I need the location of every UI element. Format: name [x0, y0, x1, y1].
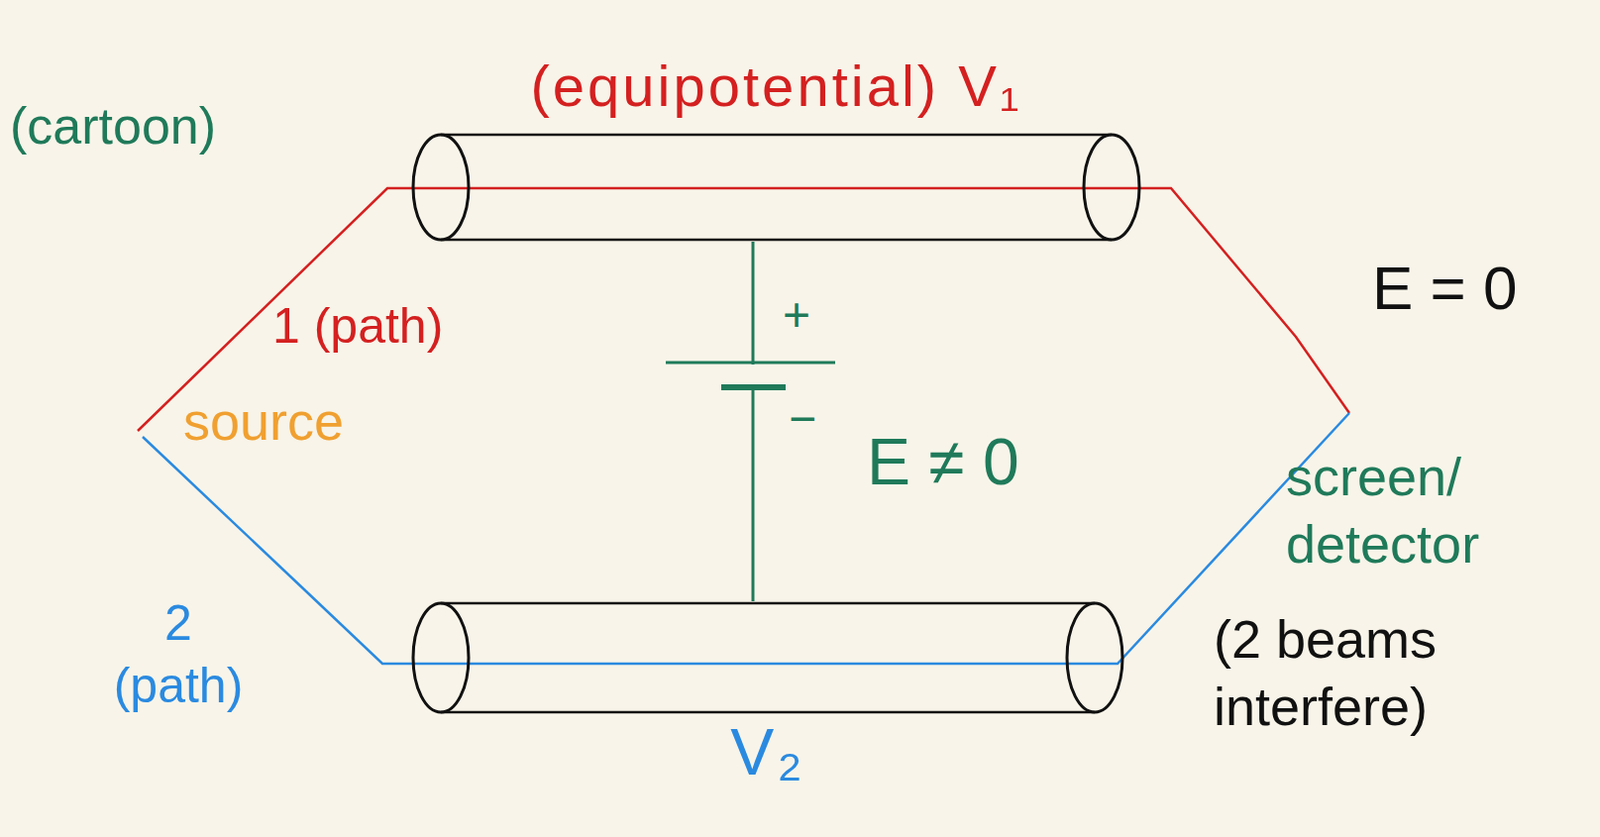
tube-end: [413, 603, 469, 713]
annotation-label: source: [183, 388, 344, 456]
annotation-label: 1 (path): [272, 295, 443, 358]
annotation-label: E = 0: [1372, 249, 1518, 327]
annotation-label: screen/ detector: [1285, 443, 1544, 578]
annotation-label: (cartoon): [9, 94, 216, 159]
tube-edge: [440, 602, 1095, 606]
battery-gap: [693, 364, 813, 386]
annotation-label: (2 beams interfere): [1213, 606, 1561, 741]
tube-cylinder: V₂: [413, 601, 1123, 715]
tube-cylinder: (equipotential) V₁: [413, 132, 1140, 242]
tube-outline: [413, 132, 1140, 242]
tube-edge: [440, 133, 1112, 137]
annotation-label: E ≠ 0: [866, 421, 1020, 504]
tube-potential-label: V₂: [730, 716, 806, 789]
tube-potential-label: (equipotential) V₁: [531, 54, 1023, 118]
annotation-label: −: [788, 389, 817, 449]
tube-edge: [440, 711, 1095, 715]
annotation-label: 2 (path): [104, 592, 253, 717]
battery-long-plate: [665, 361, 836, 365]
tube-edge: [440, 238, 1112, 242]
tube-end: [1083, 134, 1140, 240]
battery-short-plate: [721, 384, 786, 391]
battery-wire: [751, 241, 755, 602]
tube-end: [1066, 603, 1123, 713]
tube-outline: [413, 601, 1123, 715]
annotation-label: +: [782, 285, 811, 345]
tube-end: [413, 134, 469, 240]
